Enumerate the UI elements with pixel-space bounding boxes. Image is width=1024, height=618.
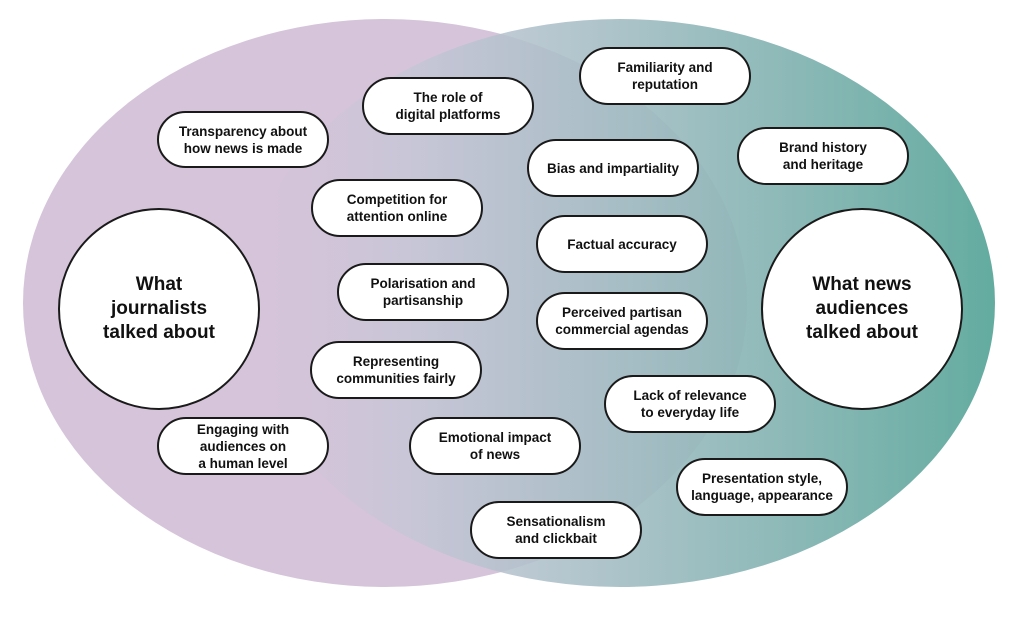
topic-lack-of-relevance: Lack of relevance to everyday life	[604, 375, 776, 433]
topic-bias-impartiality: Bias and impartiality	[527, 139, 699, 197]
topic-digital-platforms: The role of digital platforms	[362, 77, 534, 135]
audiences-circle: What news audiences talked about	[761, 208, 963, 410]
topic-sensationalism: Sensationalism and clickbait	[470, 501, 642, 559]
topic-emotional-impact: Emotional impact of news	[409, 417, 581, 475]
topic-brand-history: Brand history and heritage	[737, 127, 909, 185]
topic-competition-attention: Competition for attention online	[311, 179, 483, 237]
topic-familiarity-reputation: Familiarity and reputation	[579, 47, 751, 105]
topic-factual-accuracy: Factual accuracy	[536, 215, 708, 273]
topic-polarisation: Polarisation and partisanship	[337, 263, 509, 321]
topic-presentation-style: Presentation style, language, appearance	[676, 458, 848, 516]
topic-transparency: Transparency about how news is made	[157, 111, 329, 168]
topic-representing-communities: Representing communities fairly	[310, 341, 482, 399]
topic-partisan-agendas: Perceived partisan commercial agendas	[536, 292, 708, 350]
journalists-circle: What journalists talked about	[58, 208, 260, 410]
topic-engaging-audiences: Engaging with audiences on a human level	[157, 417, 329, 475]
